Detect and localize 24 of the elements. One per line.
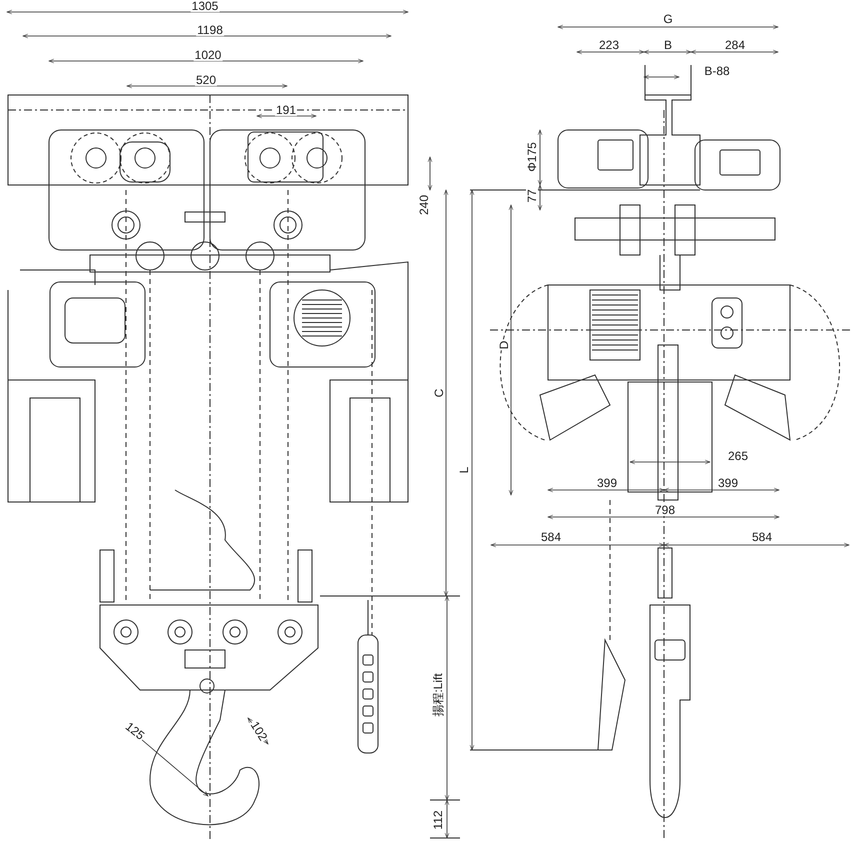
dimension-label: 584: [540, 531, 562, 543]
dimension-label: 798: [654, 504, 676, 516]
dimension-label: 399: [596, 477, 618, 489]
dimension-label: Φ175: [526, 141, 538, 173]
dimension-label: 584: [750, 531, 774, 543]
dimension-label: 240: [418, 194, 430, 216]
dimension-label: 265: [726, 450, 750, 462]
dimension-label: 揚程:Lift: [432, 672, 444, 718]
dimension-label: 1198: [196, 24, 224, 36]
dimension-label: 520: [194, 74, 218, 86]
dimension-label: B-88: [703, 65, 731, 77]
dimension-label: 223: [598, 39, 620, 51]
dimension-label: 77: [526, 188, 538, 204]
dimension-label: G: [662, 13, 674, 25]
dimension-label: 191: [274, 104, 298, 116]
dimension-label: B: [663, 39, 673, 51]
dimension-label: 284: [724, 39, 746, 51]
dimension-label: C: [433, 388, 445, 398]
dimension-label: 399: [716, 477, 740, 489]
dimension-label: 1020: [194, 49, 222, 61]
dimension-label: D: [498, 340, 510, 350]
dimension-label: 1305: [190, 0, 220, 12]
dimension-label: L: [458, 466, 470, 474]
dimension-label: 112: [432, 809, 444, 831]
